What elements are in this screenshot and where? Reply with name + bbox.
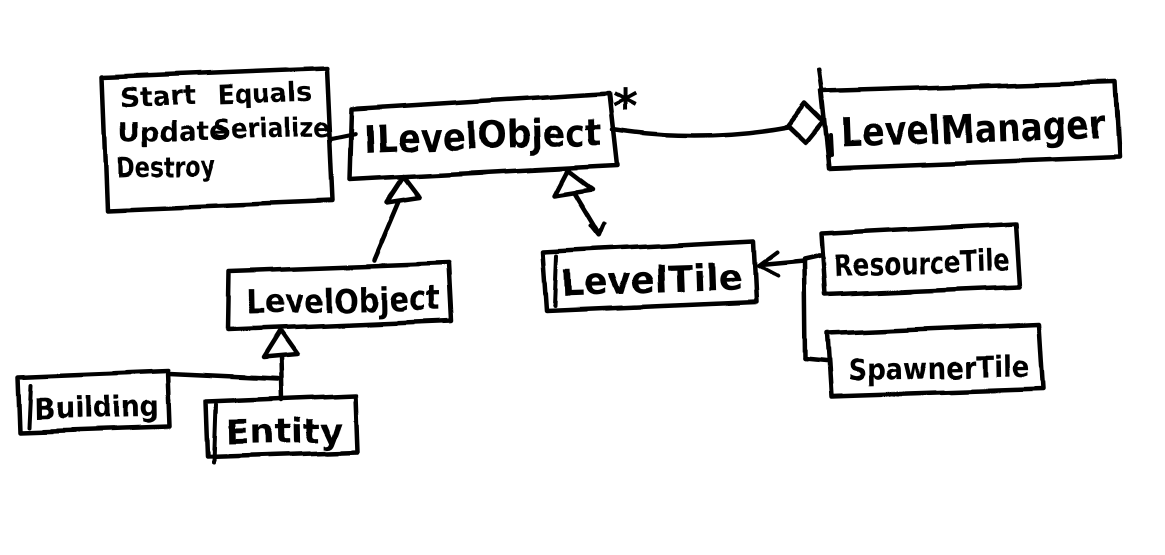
leveltile-label: LevelTile — [561, 256, 742, 305]
entity-box — [203, 392, 361, 460]
resourcetile-label: ResourceTile — [833, 244, 1010, 285]
building-branch-line — [166, 371, 281, 382]
tiles-branch-resource — [801, 252, 825, 262]
tiles-vertical-line — [801, 258, 808, 362]
pen-tick-building — [27, 383, 33, 429]
methods-note-start: Start — [119, 80, 197, 114]
ilevelobject-label: ILevelObject — [363, 110, 602, 162]
aggregation-line — [609, 124, 792, 138]
methods-note-box — [99, 65, 336, 213]
spawnertile-box — [824, 321, 1047, 399]
resourcetile-box — [818, 221, 1023, 298]
inheritance-line-levelobject — [371, 198, 402, 263]
aggregation-diamond — [786, 101, 827, 146]
pen-tick-entity — [212, 402, 218, 465]
ilevelobject-box — [347, 90, 620, 182]
levelmanager-label: LevelManager — [840, 102, 1108, 157]
building-label: Building — [34, 390, 161, 426]
levelobject-box — [225, 260, 455, 333]
methods-note-update: Update — [118, 116, 229, 149]
pen-tick-levelmanager-edge — [829, 134, 834, 157]
entity-vertical-line — [278, 354, 285, 402]
levelobject-label: LevelObject — [246, 280, 441, 323]
arrowhead-leveltile-end — [590, 221, 607, 237]
leveltile-box — [540, 238, 759, 314]
building-box — [15, 368, 173, 435]
aggregation-multiplicity: * — [612, 80, 637, 136]
levelmanager-box — [819, 79, 1123, 171]
tiles-shaft-line — [757, 258, 807, 268]
entity-label: Entity — [225, 411, 344, 453]
pen-tick-leveltile — [553, 254, 559, 308]
methods-note-destroy: Destroy — [116, 151, 217, 184]
methods-note-serialize: Serialize — [214, 113, 331, 146]
pen-tick-levelmanager — [818, 68, 825, 94]
inheritance-triangle-leveltile — [552, 167, 596, 198]
inheritance-line-leveltile — [573, 190, 603, 236]
tiles-branch-spawner — [802, 356, 829, 364]
spawnertile-label: SpawnerTile — [848, 350, 1031, 388]
inheritance-triangle-entity — [260, 328, 300, 361]
methods-note-equals: Equals — [217, 77, 312, 111]
inheritance-triangle-levelobject — [384, 173, 423, 205]
note-connector-line — [328, 131, 358, 142]
